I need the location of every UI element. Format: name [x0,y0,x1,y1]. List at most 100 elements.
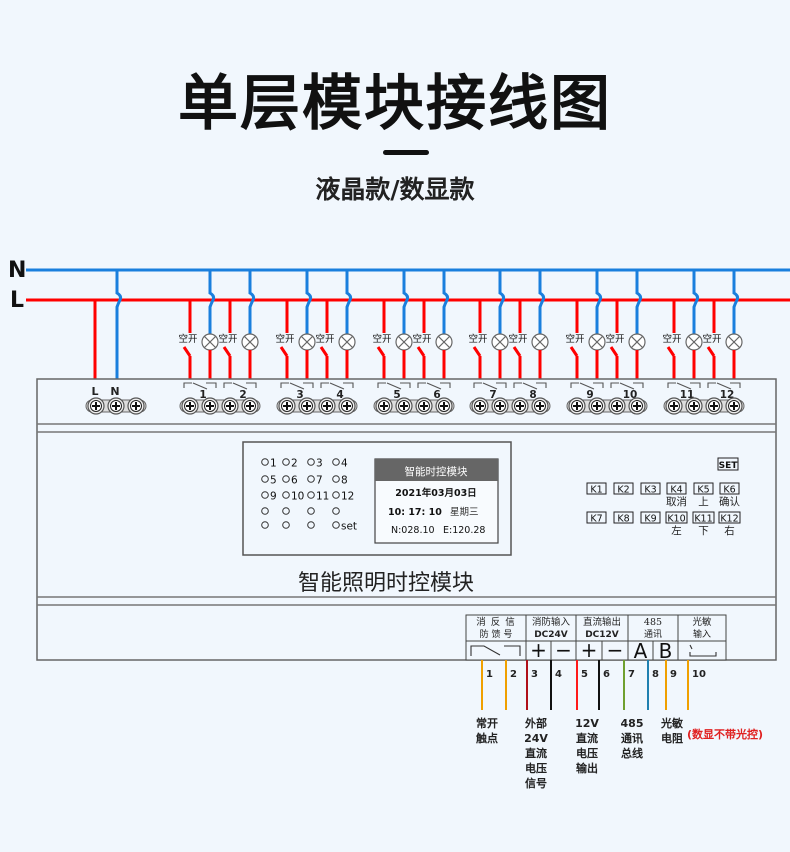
lamp-cross-b [688,336,700,348]
key-frame[interactable] [665,511,688,524]
key-frame[interactable] [640,511,661,524]
lcd-title: 智能时控模块 [405,465,468,478]
led-label: 2 [291,458,298,470]
relay-contact-path [513,382,547,390]
key-frame[interactable] [719,482,740,495]
lamp-cross-b [398,336,410,348]
led-dot [307,521,315,529]
led-indicator: 9 [261,491,277,503]
led-indicator [282,521,290,529]
led-indicator [261,507,269,515]
terminal-screw [531,397,549,415]
lamp-cross-b [301,336,313,348]
bus-n-label: N [8,258,26,283]
key-frame[interactable] [718,511,741,524]
lamp-neutral-wire [732,270,740,334]
channel-number: 6 [433,389,440,401]
key-frame[interactable] [666,482,687,495]
breaker-label: 空开 [565,333,585,345]
channel-number: 3 [296,389,303,401]
description-line: 总线 [621,746,643,760]
key-label: K5 [697,485,709,496]
key-label: K10 [667,514,685,525]
description-line: 24V [524,732,548,745]
lamp-neutral-wire [208,270,216,334]
bus-l-label: L [10,288,24,313]
relay-contact-path [667,382,701,390]
lcd-weekday: 星期三 [450,507,479,518]
channel-number: 5 [393,389,400,401]
key-frame[interactable] [613,482,634,495]
key-frame[interactable] [586,482,607,495]
terminal-screw [298,397,316,415]
terminal-screw [471,397,489,415]
led-label: set [341,521,357,533]
relay-contact-symbol [473,382,507,390]
relay-contact-path [183,382,217,390]
set-key[interactable]: SET [717,457,739,471]
channel-terminal-block-1 [179,397,261,415]
terminal-screw [568,397,586,415]
key-k7[interactable]: K7 [586,511,607,525]
breaker-switch [222,346,232,357]
description-line: 直流 [525,746,547,760]
pin-label: + [530,638,547,662]
key-k5[interactable]: K5上 [693,482,714,508]
lamp-icon [241,333,259,351]
key-k9[interactable]: K9 [640,511,661,525]
terminal-number: 2 [510,669,517,680]
breaker-label: 空开 [605,333,625,345]
key-label: K2 [617,485,629,496]
key-frame[interactable] [613,511,634,524]
channel-number: 9 [586,389,593,401]
channel-number: 12 [720,389,735,401]
pin-label: + [581,638,598,662]
key-frame[interactable] [640,482,661,495]
breaker-label: 空开 [662,333,682,345]
key-frame[interactable] [586,511,607,524]
group-label-2: 输入 [693,628,711,640]
terminal-number: 1 [486,669,493,680]
key-k2[interactable]: K2 [613,482,634,496]
breaker-switch [569,346,579,357]
led-indicator [307,507,315,515]
set-key-label: SET [719,461,739,471]
key-k1[interactable]: K1 [586,482,607,496]
key-k3[interactable]: K3 [640,482,661,496]
key-function-label: 上 [698,496,709,508]
group-label-1: 485 [644,617,662,628]
key-k8[interactable]: K8 [613,511,634,525]
led-indicator: 5 [261,475,277,487]
key-function-label: 确认 [719,495,740,508]
description-line: 输出 [576,761,598,775]
lamp-neutral-wire [538,270,546,334]
group-label-2: DC12V [585,630,619,640]
led-indicator [282,507,290,515]
relay-contact-path [280,382,314,390]
set-key-frame[interactable] [717,457,739,471]
terminal-screw [107,397,125,415]
key-function-label: 右 [724,524,735,537]
terminal-screw [628,397,646,415]
key-frame[interactable] [693,482,714,495]
channel-number: 7 [489,389,496,401]
terminal-screw [127,397,145,415]
lamp-icon [628,333,646,351]
channel-number: 2 [239,389,246,401]
photosensor-symbol [689,644,717,657]
bottom-terminal-9: 9 [665,660,677,710]
terminal-screw [338,397,356,415]
led-dot [332,491,340,499]
lamp-cross-b [494,336,506,348]
lamp-neutral-wire [595,270,603,334]
key-frame[interactable] [692,511,715,524]
